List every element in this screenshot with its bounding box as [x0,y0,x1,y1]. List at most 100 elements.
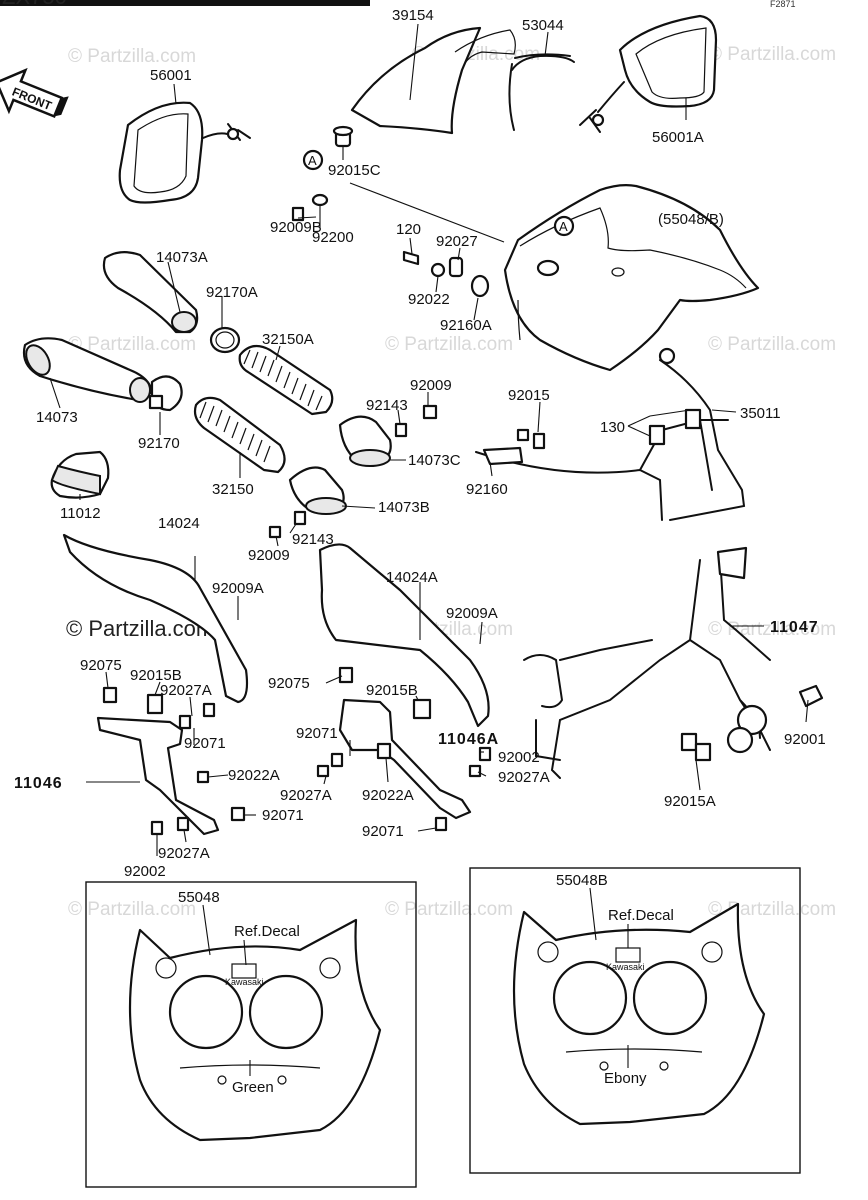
small-fasteners [268,193,546,539]
leader-lines [49,23,809,856]
label-92015C: 92015C [328,162,381,179]
label-92027: 92027 [436,233,478,250]
label-32150A: 32150A [262,331,314,348]
bracket-cover-14024 [62,533,249,704]
label-14073B: 14073B [378,499,430,516]
label-92022A-b: 92022A [362,787,414,804]
label-120: 120 [396,221,421,238]
label-14073C: 14073C [408,452,461,469]
intake-duct-14073A [102,251,199,334]
label-92022A-a: 92022A [228,767,280,784]
label-92009B: 92009B [270,219,322,236]
figure-code: F2871 [770,0,796,9]
label-92071-c: 92071 [262,807,304,824]
label-56001A: 56001A [652,129,704,146]
watermark-6: © Partzilla.com [708,334,836,355]
label-92002-a: 92002 [498,749,540,766]
label-92071-a: 92071 [296,725,338,742]
svg-text:A: A [308,153,317,168]
label-92071-b: 92071 [184,735,226,752]
hose-clamp-92170A [209,326,241,354]
stay-bracket-35011 [475,347,746,521]
part-labels: 39154 53044 56001 56001A 92015C (55048/B… [14,7,826,880]
label-92200: 92200 [312,229,354,246]
mirror-right [579,14,718,133]
corrugated-hose-32150 [193,396,286,474]
header-title: ZX750 [2,0,67,9]
inset-right-color: Ebony [604,1070,647,1087]
label-11047: 11047 [770,619,819,636]
label-92009-a: 92009 [410,377,452,394]
front-arrow: FRONT [0,67,69,119]
watermark-5: © Partzilla.com [385,334,513,355]
inset-left-brand: Kawasaki [225,977,264,987]
elbow-14073B [288,466,347,515]
label-92075-b: 92075 [268,675,310,692]
label-92009A-a: 92009A [212,580,264,597]
inset-left-color: Green [232,1079,274,1096]
label-14073A: 14073A [156,249,208,266]
label-92001: 92001 [784,731,826,748]
inset-left-55048: Kawasaki 55048 Ref.Decal Green [85,881,417,1188]
watermark-4: © Partzilla.com [68,334,196,355]
label-92170: 92170 [138,435,180,452]
label-92015: 92015 [508,387,550,404]
label-92160A: 92160A [440,317,492,334]
watermark-1: © Partzilla.com [68,46,196,67]
inset-right-brand: Kawasaki [606,962,645,972]
inset-left-decal: Ref.Decal [234,923,300,940]
label-130: 130 [600,419,625,436]
watermark-11: © Partzilla.com [708,899,836,920]
label-11046A: 11046A [438,731,499,748]
label-92027A-a: 92027A [160,682,212,699]
trim-53044 [511,54,575,71]
air-duct-14073 [22,337,154,403]
label-92009A-b: 92009A [446,605,498,622]
label-11012: 11012 [60,505,101,522]
ref-marker-a-2: A [553,215,575,237]
stay-11046 [96,686,246,836]
label-92170A: 92170A [206,284,258,301]
label-92015B-b: 92015B [366,682,418,699]
label-92027A-c: 92027A [280,787,332,804]
svg-text:A: A [559,219,568,234]
stay-11046A [316,666,492,832]
label-14024A: 14024A [386,569,438,586]
label-92143-a: 92143 [366,397,408,414]
label-35011: 35011 [740,405,781,422]
label-92009-b: 92009 [248,547,290,564]
inset-right-decal: Ref.Decal [608,907,674,924]
windshield [350,26,571,135]
label-11046: 11046 [14,775,63,792]
label-92002-b: 92002 [124,863,166,880]
ref-marker-a-1: A [302,149,324,171]
label-14024: 14024 [158,515,200,532]
inset-right-part: 55048B [556,872,608,889]
label-92022: 92022 [408,291,450,308]
label-92015B-a: 92015B [130,667,182,684]
elbow-14073C [338,415,392,467]
watermark-9: © Partzilla.com [68,899,196,920]
label-32150: 32150 [212,481,254,498]
label-92143-b: 92143 [292,531,334,548]
inset-left-part: 55048 [178,889,220,906]
mirror-left [118,101,251,204]
label-56001: 56001 [150,67,192,84]
inset-right-55048B: Kawasaki 55048B Ref.Decal Ebony [469,867,801,1174]
label-92027A-b: 92027A [498,769,550,786]
main-frame-11047 [523,546,824,779]
label-39154: 39154 [392,7,434,24]
grommet-92015C [332,125,354,148]
label-92071-d: 92071 [362,823,404,840]
label-53044: 53044 [522,17,564,34]
cap-11012 [50,450,110,499]
bracket-cover-14024A [318,543,490,728]
header-fragment: ZX750 F2871 [0,0,796,9]
watermark-10: © Partzilla.com [385,899,513,920]
label-92075-a: 92075 [80,657,122,674]
label-14073: 14073 [36,409,78,426]
label-92160: 92160 [466,481,508,498]
watermark-3: © Partzilla.com [708,44,836,65]
label-55048B-paren: (55048/B) [658,211,724,228]
